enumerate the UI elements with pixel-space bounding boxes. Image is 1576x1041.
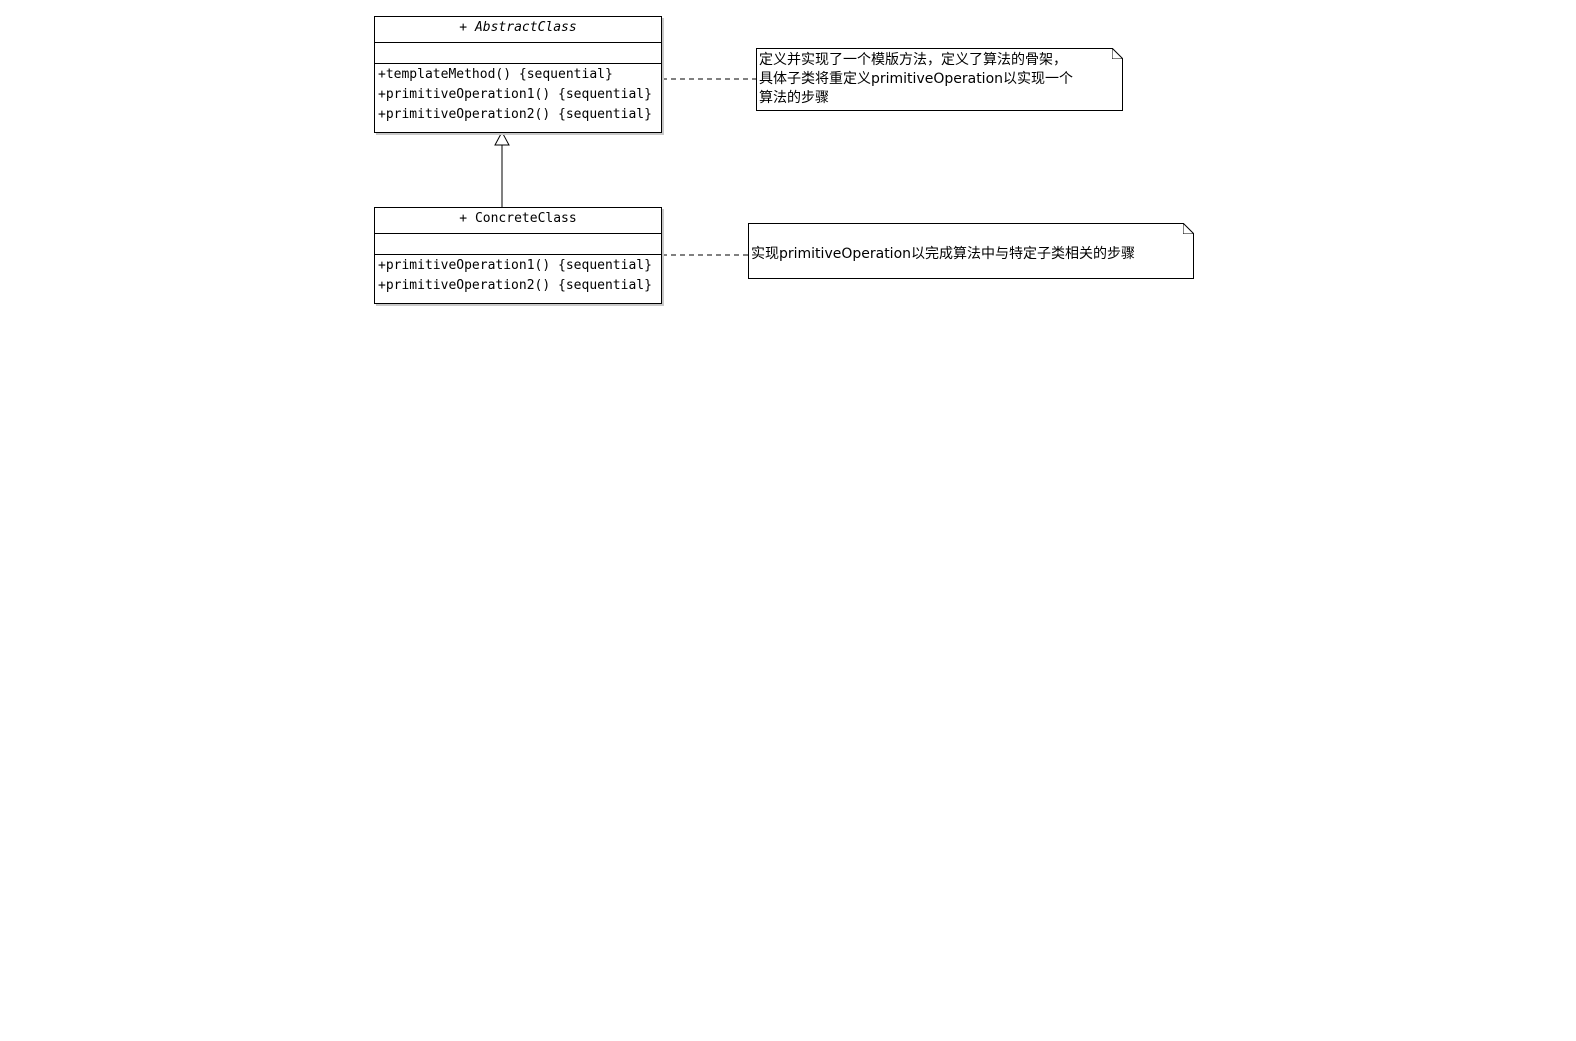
operation-primitive-1: +primitiveOperation1() {sequential} — [378, 258, 652, 273]
concrete-class-box[interactable]: + ConcreteClass +primitiveOperation1() {… — [374, 207, 662, 304]
concrete-class-name: + ConcreteClass — [375, 208, 661, 234]
abstract-class-name: + AbstractClass — [375, 17, 661, 43]
concrete-class-operations: +primitiveOperation1() {sequential} +pri… — [375, 255, 661, 296]
operation-template-method: +templateMethod() {sequential} — [378, 67, 613, 82]
abstract-class-operations: +templateMethod() {sequential} +primitiv… — [375, 64, 661, 125]
note-abstract-class[interactable]: 定义并实现了一个模版方法，定义了算法的骨架， 具体子类将重定义primitive… — [756, 48, 1123, 111]
note-abstract-fold-corner — [1112, 48, 1123, 59]
note-abstract-line-3: 算法的步骤 — [759, 90, 829, 106]
note-concrete-fold-corner — [1183, 223, 1194, 234]
note-concrete-class[interactable]: 实现primitiveOperation以完成算法中与特定子类相关的步骤 — [748, 223, 1194, 279]
note-abstract-line-1: 定义并实现了一个模版方法，定义了算法的骨架， — [759, 52, 1067, 68]
abstract-class-attributes — [375, 43, 661, 64]
operation-primitive-2: +primitiveOperation2() {sequential} — [378, 107, 652, 122]
operation-primitive-1: +primitiveOperation1() {sequential} — [378, 87, 652, 102]
note-abstract-line-2: 具体子类将重定义primitiveOperation以实现一个 — [759, 71, 1074, 87]
operation-primitive-2: +primitiveOperation2() {sequential} — [378, 278, 652, 293]
note-concrete-line-1: 实现primitiveOperation以完成算法中与特定子类相关的步骤 — [751, 246, 1136, 262]
concrete-class-attributes — [375, 234, 661, 255]
abstract-class-box[interactable]: + AbstractClass +templateMethod() {seque… — [374, 16, 662, 133]
generalization-arrowhead — [494, 130, 510, 146]
